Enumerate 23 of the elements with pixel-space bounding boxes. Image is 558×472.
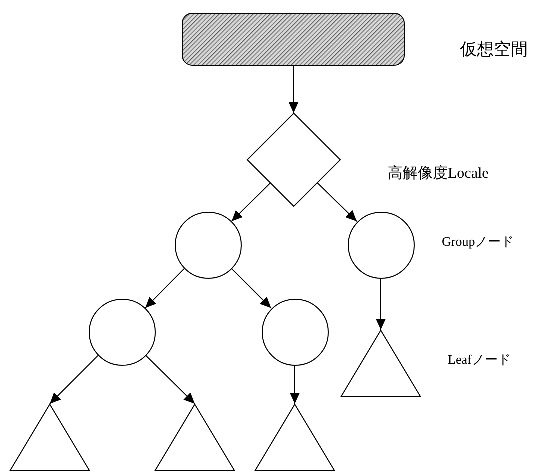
triangle-node: [341, 330, 421, 397]
circle-node: [174, 212, 242, 278]
diamond: [247, 113, 341, 207]
arrow: [231, 268, 272, 309]
triangle-node: [255, 404, 335, 471]
level-label: 仮想空間: [460, 39, 528, 61]
level-label: Leafノード: [448, 351, 511, 369]
circle-node: [348, 212, 414, 278]
arrow: [145, 268, 185, 309]
arrow: [231, 182, 271, 222]
triangle-node: [155, 404, 235, 471]
arrow: [145, 355, 196, 404]
arrow: [317, 182, 358, 222]
triangle-node: [10, 404, 90, 471]
arrow: [50, 355, 99, 404]
circle-node: [88, 298, 156, 366]
shaded-rounded-box: [182, 13, 405, 66]
level-label: Groupノード: [442, 233, 514, 251]
arrow: [288, 66, 299, 114]
arrow: [376, 278, 386, 330]
circle-node: [262, 298, 328, 366]
arrow: [290, 365, 300, 404]
level-label: 高解像度Locale: [388, 164, 489, 183]
